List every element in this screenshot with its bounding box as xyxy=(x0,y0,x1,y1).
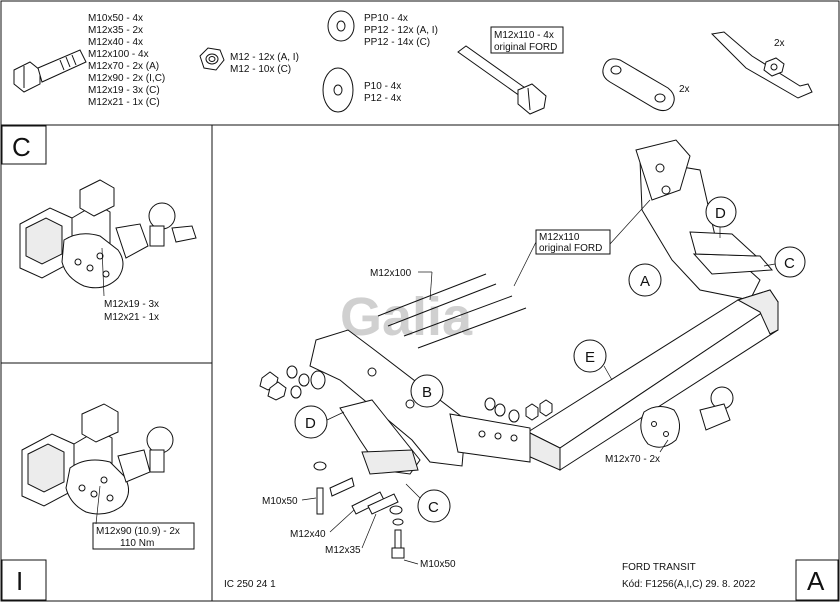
washer-icon xyxy=(327,10,355,42)
side-bracket-b xyxy=(309,329,531,467)
washer-spec: PP10 - 4x xyxy=(364,13,408,24)
m12x35-leader xyxy=(361,513,377,549)
m12x100-bolts xyxy=(377,273,527,349)
plate-icon xyxy=(602,58,675,112)
nut-spec: M12 - 10x (C) xyxy=(230,64,291,75)
side-bracket-a xyxy=(635,139,774,301)
long-bolt-icon xyxy=(457,45,547,115)
callout-a: A xyxy=(628,263,662,297)
bolts-list: M10x50 - 4x M12x35 - 2x M12x40 - 4x M12x… xyxy=(88,13,165,108)
washer-spec: P10 - 4x xyxy=(364,81,401,92)
lower-bracket-d xyxy=(339,399,421,475)
crossbar-e xyxy=(526,289,779,471)
panel-c-letter: C xyxy=(12,132,31,162)
main-letter: A xyxy=(807,566,825,596)
m12x110-label: original FORD xyxy=(539,243,602,254)
svg-text:C: C xyxy=(784,255,795,272)
bracket-icon xyxy=(710,31,813,99)
callout-b: B xyxy=(410,374,444,408)
callout-c-lower: C xyxy=(405,483,451,523)
m10x50-left-leader xyxy=(301,497,317,501)
panel-i-label: 110 Nm xyxy=(120,538,154,549)
vehicle-model: FORD TRANSIT xyxy=(622,562,696,573)
right-hardware-stack xyxy=(484,397,553,423)
plate-qty: 2x xyxy=(679,84,690,95)
bracket-qty: 2x xyxy=(774,38,785,49)
panel-c-label: M12x19 - 3x xyxy=(104,299,159,310)
m12x35-label: M12x35 xyxy=(325,545,361,556)
svg-text:B: B xyxy=(422,384,432,401)
panel-c-label: M12x21 - 1x xyxy=(104,312,159,323)
panel-i-label: M12x90 (10.9) - 2x xyxy=(96,526,180,537)
svg-text:C: C xyxy=(428,499,439,516)
panel-i-leader xyxy=(95,485,101,525)
m12x70-leader xyxy=(659,439,669,453)
svg-text:D: D xyxy=(715,205,726,222)
washer-spec: PP12 - 14x (C) xyxy=(364,37,430,48)
panel-i-label-box xyxy=(92,522,195,550)
main-letter-box xyxy=(795,559,839,601)
m10x50-left-label: M10x50 xyxy=(262,496,298,507)
original-bolt-spec: original FORD xyxy=(494,42,557,53)
bolt-spec: M12x70 - 2x (A) xyxy=(88,61,159,72)
panel-c-letter-box xyxy=(1,125,47,165)
panel-i-letter-box xyxy=(1,559,47,601)
svg-text:A: A xyxy=(640,273,650,290)
m12x40-label: M12x40 xyxy=(290,529,326,540)
m12x70-label: M12x70 - 2x xyxy=(605,454,660,465)
callout-d-top: D xyxy=(705,196,737,238)
bolt-spec: M12x90 - 2x (I,C) xyxy=(88,73,165,84)
drawing-code-date: Kód: F1256(A,I,C) 29. 8. 2022 xyxy=(622,579,756,590)
washer-spec: PP12 - 12x (A, I) xyxy=(364,25,438,36)
bolt-spec: M10x50 - 4x xyxy=(88,13,143,24)
m12x40-leader xyxy=(329,509,355,533)
bolt-spec: M12x40 - 4x xyxy=(88,37,143,48)
nut-spec: M12 - 12x (A, I) xyxy=(230,52,299,63)
bolt-spec: M12x21 - 1x (C) xyxy=(88,97,160,108)
m10x50-bottom-label: M10x50 xyxy=(420,559,456,570)
bolt-icon xyxy=(13,49,87,93)
bolt-spec: M12x100 - 4x xyxy=(88,49,149,60)
bolt-spec: M12x35 - 2x xyxy=(88,25,143,36)
panel-i-letter: I xyxy=(16,566,23,596)
drawing-number: IC 250 24 1 xyxy=(224,579,276,590)
panel-i-tow-ball-illustration xyxy=(21,403,174,515)
callout-d-lower: D xyxy=(294,405,345,439)
m12x100-leader xyxy=(429,271,433,301)
callout-c-top: C xyxy=(763,246,806,278)
galia-watermark: Galia xyxy=(340,287,473,347)
left-hardware-stack xyxy=(259,365,326,401)
m12x100-label: M12x100 xyxy=(370,268,412,279)
panel-c-tow-ball-illustration xyxy=(19,179,197,289)
callout-e: E xyxy=(573,339,613,381)
m12x110-leader xyxy=(513,241,537,287)
m10x50-bottom-leader xyxy=(403,559,419,565)
washer-spec: P12 - 4x xyxy=(364,93,401,104)
m12x110-label: M12x110 xyxy=(539,232,580,243)
m12x110-leader xyxy=(609,199,651,245)
nut-icon xyxy=(199,47,225,71)
bolt-spec: M12x19 - 3x (C) xyxy=(88,85,160,96)
lower-bolts xyxy=(313,461,405,559)
original-bolt-label-box xyxy=(490,26,564,54)
svg-text:D: D xyxy=(305,415,316,432)
panel-c-leader xyxy=(101,247,105,297)
svg-text:E: E xyxy=(585,349,595,366)
large-washer-icon xyxy=(322,67,354,113)
original-bolt-spec: M12x110 - 4x xyxy=(494,30,554,41)
tow-ball-assembly xyxy=(640,386,734,448)
